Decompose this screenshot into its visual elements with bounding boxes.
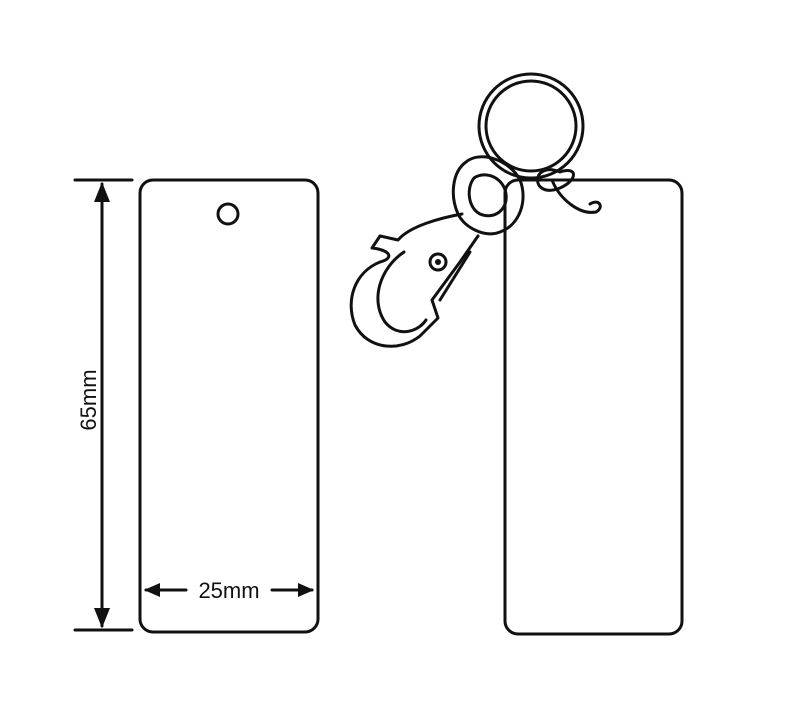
tag-outline: [503, 178, 684, 636]
height-label: 65mm: [76, 369, 101, 430]
arrow-right-icon: [298, 583, 314, 597]
tag-with-keyring: [349, 72, 684, 636]
tag-blank: [138, 178, 320, 634]
width-label: 25mm: [198, 578, 259, 603]
arrow-up-icon: [94, 182, 110, 202]
jump-ring: [536, 168, 602, 214]
height-dimension: 65mm: [73, 178, 134, 632]
split-ring: [477, 72, 585, 180]
width-dimension: 25mm: [144, 578, 314, 603]
tag-hole: [216, 202, 240, 226]
lobster-clasp: [349, 155, 525, 348]
tag-outline: [138, 178, 320, 634]
arrow-down-icon: [94, 608, 110, 628]
arrow-left-icon: [144, 583, 160, 597]
